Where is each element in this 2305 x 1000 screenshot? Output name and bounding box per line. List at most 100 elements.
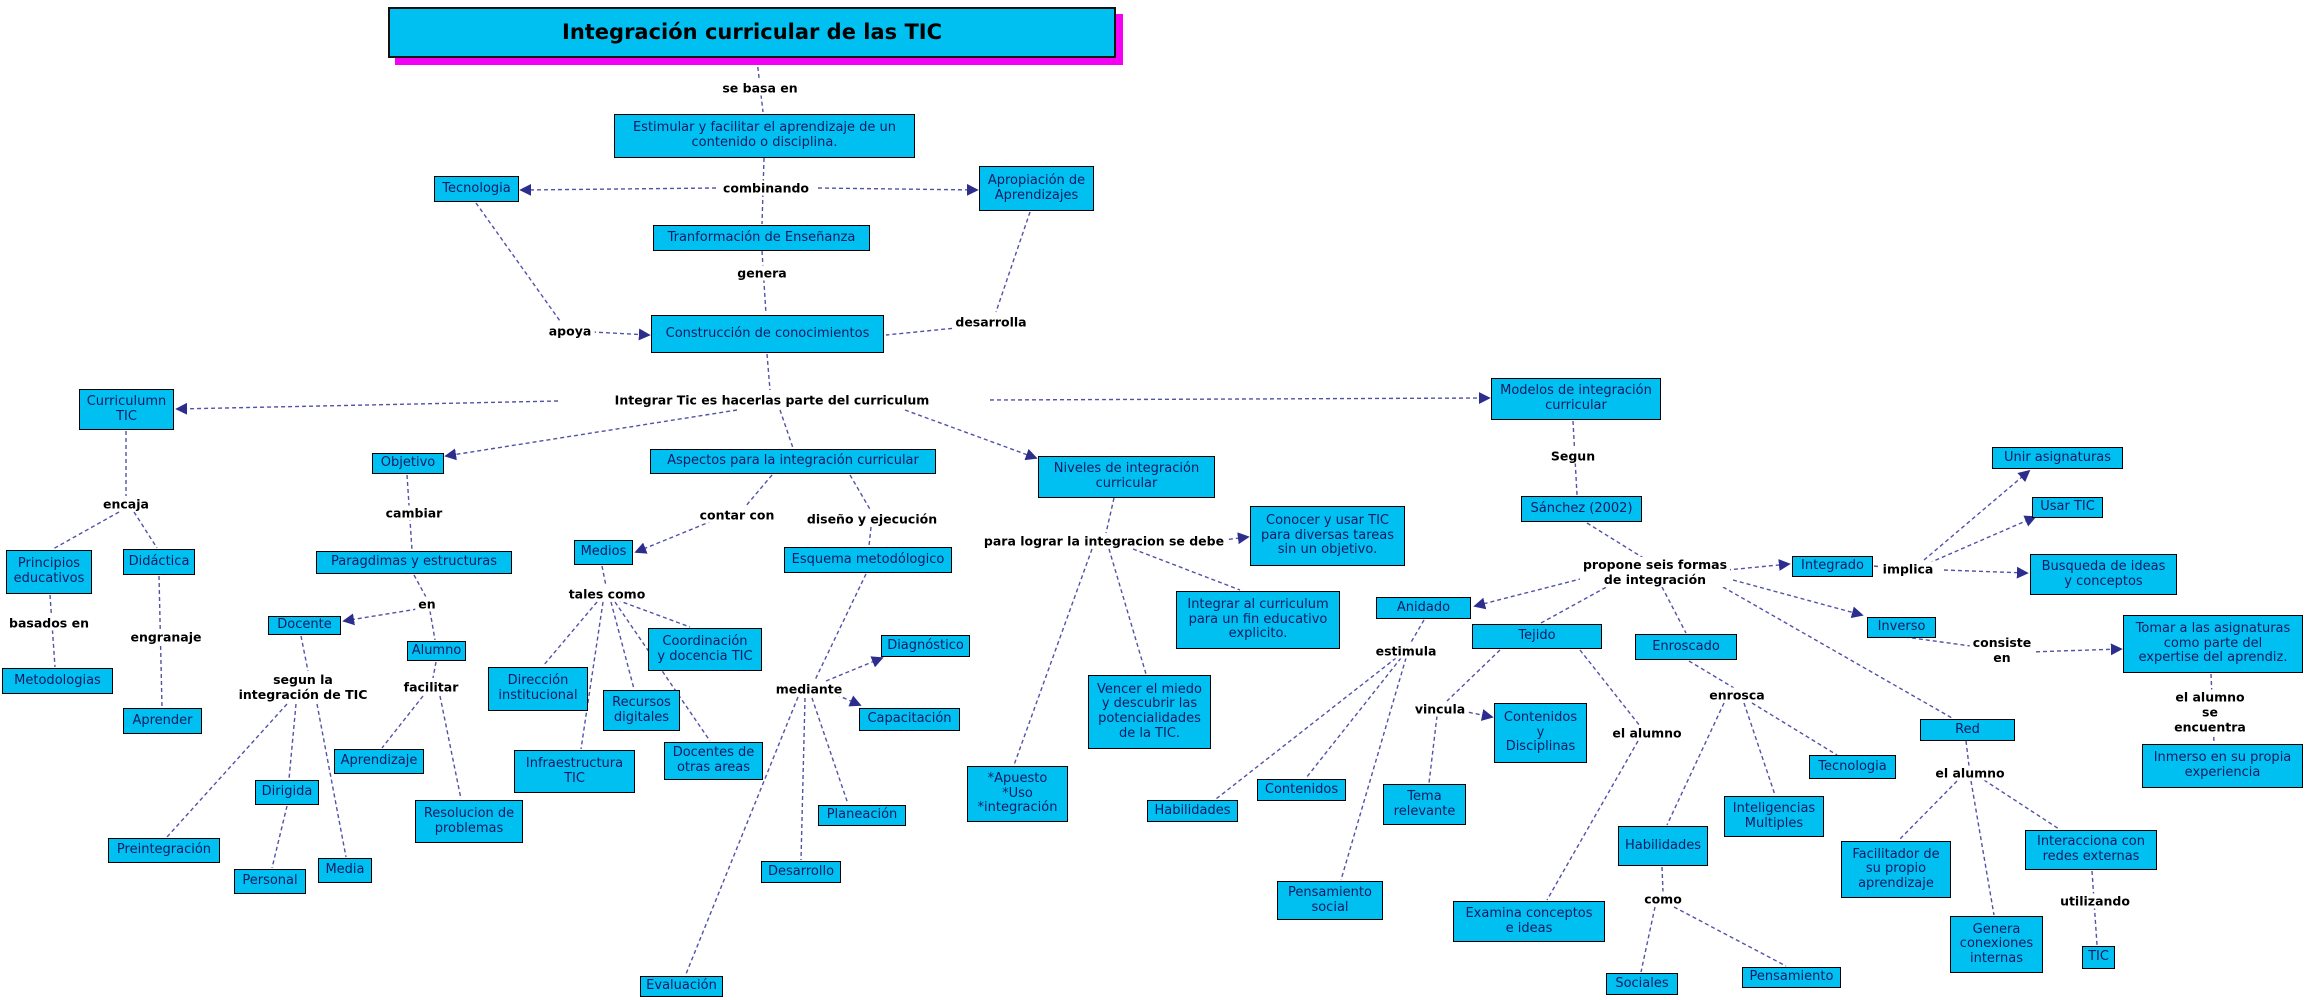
node-didactica[interactable]: Didáctica <box>123 549 195 575</box>
node-tomar[interactable]: Tomar a las asignaturas como parte del e… <box>2123 615 2303 673</box>
node-apropiacion[interactable]: Apropiación de Aprendizajes <box>979 166 1094 211</box>
edge-line-5 <box>475 202 561 322</box>
node-medios[interactable]: Medios <box>574 540 633 565</box>
edge-line-8 <box>885 326 967 336</box>
node-pensamiento-social[interactable]: Pensamiento social <box>1277 881 1383 920</box>
node-inverso[interactable]: Inverso <box>1867 617 1936 638</box>
node-unir[interactable]: Unir asignaturas <box>1992 447 2123 469</box>
link-label-para-lograr: para lograr la integracion se debe <box>980 533 1228 549</box>
edge-line-61 <box>1546 740 1639 901</box>
node-construccion[interactable]: Construcción de conocimientos <box>651 315 884 353</box>
node-dirigida[interactable]: Dirigida <box>255 780 319 805</box>
node-tecnologia-red[interactable]: Tecnologia <box>1809 755 1896 779</box>
node-usar-tic[interactable]: Usar TIC <box>2032 497 2103 518</box>
node-media[interactable]: Media <box>318 858 372 883</box>
node-tic[interactable]: TIC <box>2082 946 2115 969</box>
node-conocer[interactable]: Conocer y usar TIC para diversas tareas … <box>1250 506 1405 566</box>
node-habilidades-e[interactable]: Habilidades <box>1618 826 1708 866</box>
node-apuesto[interactable]: *Apuesto *Uso *integración <box>967 766 1068 822</box>
node-examina[interactable]: Examina conceptos e ideas <box>1453 901 1605 942</box>
link-label-enrosca: enrosca <box>1706 687 1768 703</box>
edge-line-31 <box>439 695 462 800</box>
node-aprender[interactable]: Aprender <box>123 708 202 734</box>
node-coordinacion[interactable]: Coordinación y docencia TIC <box>648 628 762 671</box>
edge-line-26 <box>166 703 288 838</box>
node-preintegracion[interactable]: Preintegración <box>108 838 220 863</box>
node-tejido[interactable]: Tejido <box>1472 624 1602 649</box>
node-contenidos-disc[interactable]: Contenidos y Disciplinas <box>1494 703 1587 763</box>
node-docentes-otras[interactable]: Docentes de otras areas <box>664 742 763 780</box>
node-alumno[interactable]: Alumno <box>407 641 466 661</box>
node-docente[interactable]: Docente <box>268 616 341 635</box>
edge-line-13 <box>779 409 794 449</box>
edge-line-72 <box>1743 702 1776 796</box>
node-busqueda[interactable]: Busqueda de ideas y conceptos <box>2030 554 2177 595</box>
edge-line-40 <box>616 599 691 628</box>
node-aspectos[interactable]: Aspectos para la integración curricular <box>650 449 936 474</box>
node-integrado[interactable]: Integrado <box>1792 556 1873 577</box>
link-label-desarrolla: desarrolla <box>952 314 1030 330</box>
node-anidado[interactable]: Anidado <box>1376 597 1471 619</box>
node-resolucion[interactable]: Resolucion de problemas <box>415 800 523 843</box>
edge-line-51 <box>1108 548 1147 675</box>
node-genera[interactable]: Genera conexiones internas <box>1950 916 2043 973</box>
node-recursos[interactable]: Recursos digitales <box>603 690 680 731</box>
node-habilidades-n[interactable]: Habilidades <box>1147 800 1238 822</box>
edge-line-22 <box>342 608 418 626</box>
edge-line-68 <box>1732 579 1864 619</box>
link-label-se-basa-en: se basa en <box>719 80 801 96</box>
edge-line-41 <box>614 601 711 742</box>
node-evaluacion[interactable]: Evaluación <box>640 976 723 997</box>
node-pensamiento[interactable]: Pensamiento <box>1742 967 1841 988</box>
node-metodologias[interactable]: Metodologias <box>2 668 113 694</box>
node-objetivo[interactable]: Objetivo <box>372 453 444 474</box>
node-facilitador[interactable]: Facilitador de su propio aprendizaje <box>1841 841 1951 898</box>
node-modelos[interactable]: Modelos de integración curricular <box>1491 378 1661 420</box>
node-red[interactable]: Red <box>1920 719 2015 741</box>
node-integrar-cur[interactable]: Integrar al curriculum para un fin educa… <box>1176 591 1340 649</box>
node-vencer[interactable]: Vencer el miedo y descubrir las potencia… <box>1088 675 1211 749</box>
link-label-cambiar: cambiar <box>382 505 446 521</box>
edge-line-23 <box>429 610 436 641</box>
node-curriculumn[interactable]: Curriculumn TIC <box>79 389 174 430</box>
node-diagnostico[interactable]: Diagnóstico <box>881 635 970 657</box>
node-desarrollo[interactable]: Desarrollo <box>761 861 841 883</box>
map-title[interactable]: Integración curricular de las TIC <box>388 7 1116 58</box>
node-direccion[interactable]: Dirección institucional <box>488 667 588 711</box>
node-tema[interactable]: Tema relevante <box>1383 784 1466 825</box>
node-enroscado[interactable]: Enroscado <box>1635 634 1737 660</box>
node-paragdimas[interactable]: Paragdimas y estructuras <box>316 551 512 574</box>
edge-line-63 <box>1586 522 1646 560</box>
edge-line-70 <box>1688 660 1735 689</box>
node-tecnologia-top[interactable]: Tecnologia <box>434 176 519 202</box>
edge-line-74 <box>1661 866 1664 893</box>
edge-line-86 <box>1970 780 1995 916</box>
node-principios[interactable]: Principios educativos <box>6 550 92 594</box>
edge-line-27 <box>316 703 347 858</box>
node-esquema[interactable]: Esquema metodólogico <box>784 547 952 573</box>
edge-line-30 <box>381 695 424 749</box>
node-inteligencias[interactable]: Inteligencias Multiples <box>1724 796 1824 837</box>
node-sanchez[interactable]: Sánchez (2002) <box>1521 496 1642 522</box>
node-estimular[interactable]: Estimular y facilitar el aprendizaje de … <box>614 114 915 158</box>
node-interacciona[interactable]: Interacciona con redes externas <box>2025 830 2157 870</box>
edge-line-53 <box>1409 619 1425 645</box>
node-planeacion[interactable]: Planeación <box>818 805 906 826</box>
node-personal[interactable]: Personal <box>234 869 306 894</box>
node-sociales[interactable]: Sociales <box>1606 973 1678 995</box>
node-inmerso[interactable]: Inmerso en su propia experiencia <box>2142 744 2303 788</box>
edge-line-60 <box>1579 649 1641 727</box>
edge-line-54 <box>1215 657 1397 800</box>
edge-line-57 <box>1446 649 1501 702</box>
node-niveles[interactable]: Niveles de integración curricular <box>1038 456 1215 498</box>
edge-line-2 <box>519 183 717 196</box>
node-infraestructura[interactable]: Infraestructura TIC <box>514 750 635 793</box>
node-capacitacion[interactable]: Capacitación <box>859 708 960 731</box>
edge-line-18 <box>49 594 56 668</box>
edge-line-12 <box>444 409 738 461</box>
edge-line-28 <box>271 805 288 869</box>
link-label-diseno-ejecucion: diseño y ejecución <box>803 511 941 527</box>
node-aprendizaje[interactable]: Aprendizaje <box>334 749 424 774</box>
node-contenidos[interactable]: Contenidos <box>1257 779 1346 801</box>
node-tranformacion[interactable]: Tranformación de Enseñanza <box>653 225 870 251</box>
